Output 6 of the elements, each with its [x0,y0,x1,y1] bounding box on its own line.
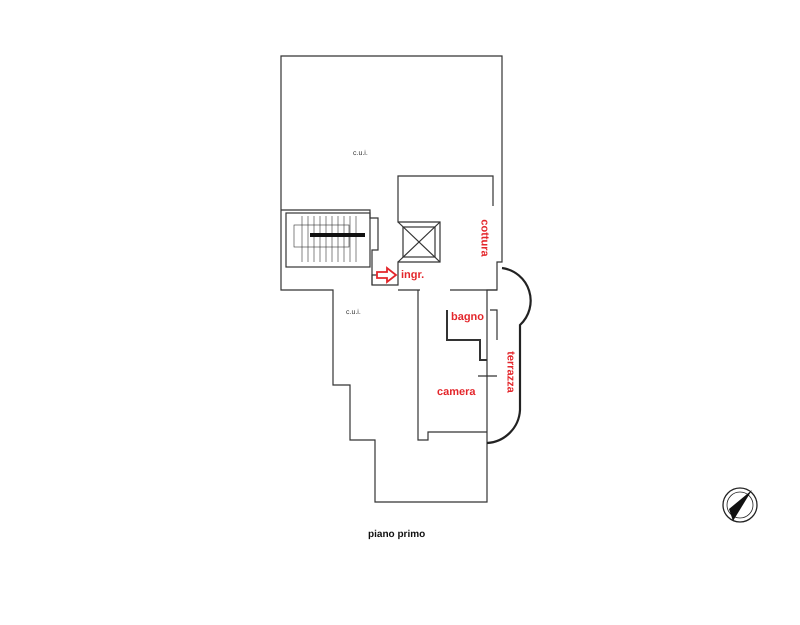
room-label: bagno [451,312,484,323]
room-label: camera [437,387,476,398]
plan-title: piano primo [368,530,426,540]
room-label: cottura [478,219,490,257]
room-label: terrazza [504,351,516,393]
room-label: ingr. [401,270,424,281]
